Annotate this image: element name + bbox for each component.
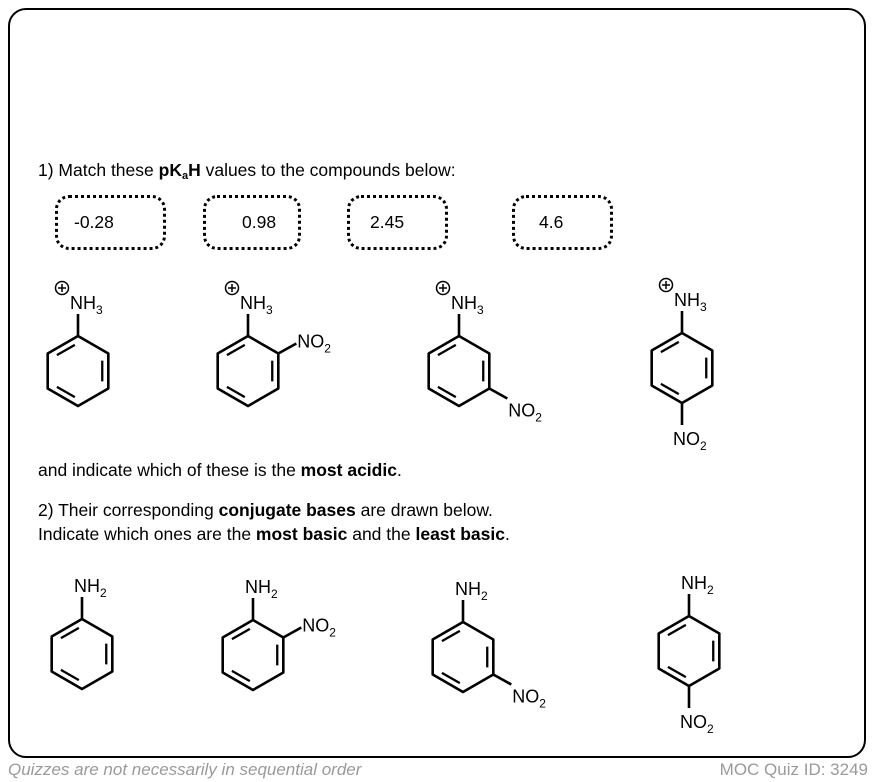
c-n-bond bbox=[277, 342, 297, 355]
benzene-ring bbox=[216, 334, 280, 408]
benzene-ring bbox=[650, 331, 714, 405]
q1-suffix: values to the compounds below: bbox=[200, 160, 456, 180]
quiz-card bbox=[8, 8, 866, 758]
nitro-label: NO2 bbox=[680, 712, 714, 736]
text: . bbox=[396, 460, 402, 480]
positive-charge-icon bbox=[224, 280, 240, 296]
text: 2) Their corresponding bbox=[38, 500, 219, 520]
footer-note: Quizzes are not necessarily in sequentia… bbox=[8, 760, 362, 779]
double-bond bbox=[231, 669, 251, 683]
double-bond bbox=[667, 665, 687, 679]
benzene-ring bbox=[46, 334, 110, 408]
q1-prefix: 1) Match these bbox=[38, 160, 159, 180]
positive-charge-icon bbox=[435, 280, 451, 296]
pka-value: -0.28 bbox=[74, 212, 114, 232]
double-bond bbox=[60, 626, 80, 640]
amine-label: NH2 bbox=[455, 579, 488, 603]
emphasis: least basic bbox=[415, 524, 505, 544]
double-bond bbox=[56, 385, 76, 399]
benzene-ring bbox=[431, 620, 495, 694]
double-bond bbox=[231, 627, 251, 641]
pka-value: 2.45 bbox=[370, 212, 405, 232]
double-bond bbox=[660, 340, 680, 354]
text: and indicate which of these is the bbox=[38, 460, 301, 480]
amine-label: NH2 bbox=[74, 576, 107, 600]
pka-value-box[interactable]: 4.6 bbox=[512, 195, 613, 250]
positive-charge-icon bbox=[54, 280, 70, 296]
benzene-ring bbox=[427, 334, 491, 408]
double-bond bbox=[660, 382, 680, 396]
emphasis: most basic bbox=[255, 524, 348, 544]
c-n-bond bbox=[492, 673, 512, 686]
pka-value: 4.6 bbox=[539, 212, 564, 232]
double-bond bbox=[441, 629, 461, 643]
molecule-anilinium: NH3 bbox=[46, 280, 110, 408]
pkah-term: pKaH bbox=[158, 160, 201, 182]
c-n-bond bbox=[488, 387, 508, 400]
nitro-label: NO2 bbox=[673, 429, 707, 453]
pka-value-box[interactable]: -0.28 bbox=[55, 195, 166, 250]
pkah-sub: a bbox=[181, 170, 189, 182]
amine-label: NH3 bbox=[674, 290, 707, 314]
nitro-label: NO2 bbox=[512, 687, 546, 711]
double-bond bbox=[441, 671, 461, 685]
pkah-main: pK bbox=[158, 160, 182, 180]
positive-charge-icon bbox=[658, 277, 674, 293]
pkah-end: H bbox=[188, 160, 201, 180]
molecule-aniline: NH2 bbox=[50, 576, 114, 691]
double-bond bbox=[437, 343, 457, 357]
double-bond bbox=[226, 343, 246, 357]
benzene-ring bbox=[50, 617, 114, 691]
benzene-ring bbox=[221, 618, 285, 692]
pka-value-box[interactable]: 0.98 bbox=[203, 195, 301, 250]
text: Indicate which ones are the bbox=[38, 524, 256, 544]
double-bond bbox=[437, 385, 457, 399]
amine-label: NH3 bbox=[240, 293, 273, 317]
most-acidic-prompt: and indicate which of these is the most … bbox=[38, 460, 402, 481]
nitro-label: NO2 bbox=[297, 332, 331, 356]
emphasis: most acidic bbox=[300, 460, 397, 480]
text: . bbox=[504, 524, 510, 544]
amine-label: NH3 bbox=[70, 293, 103, 317]
benzene-ring bbox=[657, 614, 721, 688]
nitro-label: NO2 bbox=[508, 401, 542, 425]
text: are drawn below. bbox=[355, 500, 493, 520]
double-bond bbox=[60, 668, 80, 682]
pka-value: 0.98 bbox=[242, 212, 277, 232]
c-n-bond bbox=[282, 626, 302, 639]
amine-label: NH3 bbox=[451, 293, 484, 317]
emphasis: conjugate bases bbox=[218, 500, 356, 520]
question-1-text: 1) Match these pKaH values to the compou… bbox=[38, 160, 456, 182]
text: and the bbox=[347, 524, 416, 544]
quiz-id: MOC Quiz ID: 3249 bbox=[719, 760, 868, 779]
pka-value-box[interactable]: 2.45 bbox=[347, 195, 448, 250]
double-bond bbox=[226, 385, 246, 399]
amine-label: NH2 bbox=[681, 573, 714, 597]
nitro-label: NO2 bbox=[302, 616, 336, 640]
amine-label: NH2 bbox=[245, 577, 278, 601]
double-bond bbox=[56, 343, 76, 357]
question-2-line-1: 2) Their corresponding conjugate bases a… bbox=[38, 500, 493, 521]
question-2-line-2: Indicate which ones are the most basic a… bbox=[38, 524, 510, 545]
double-bond bbox=[667, 623, 687, 637]
